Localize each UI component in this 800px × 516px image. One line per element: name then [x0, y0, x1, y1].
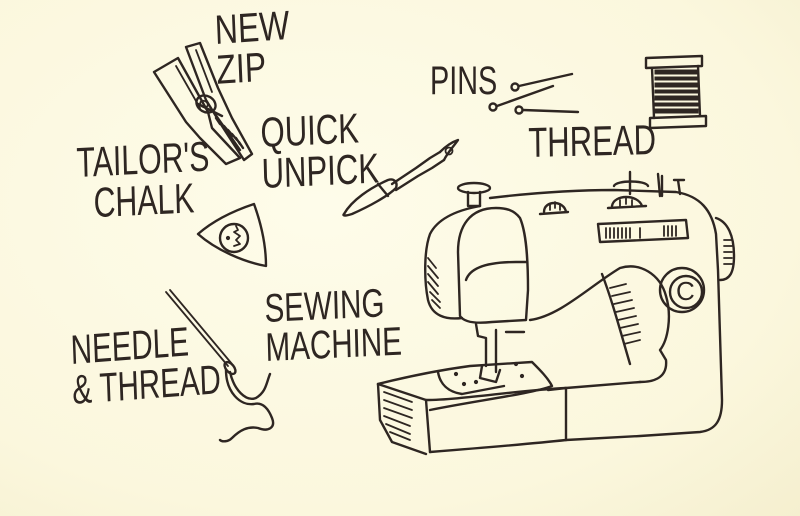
pins-icon	[488, 72, 580, 115]
machine-badge-letter: C	[676, 276, 695, 306]
seam-ripper-icon	[342, 138, 460, 217]
thread-spool-icon	[644, 54, 708, 130]
zipper-icon	[152, 41, 254, 166]
sewing-machine-icon	[376, 170, 736, 456]
needle-icon	[165, 289, 275, 443]
thread-wraps	[654, 69, 699, 114]
label-pins: PINS	[430, 59, 498, 103]
chalk-icon	[196, 202, 268, 268]
